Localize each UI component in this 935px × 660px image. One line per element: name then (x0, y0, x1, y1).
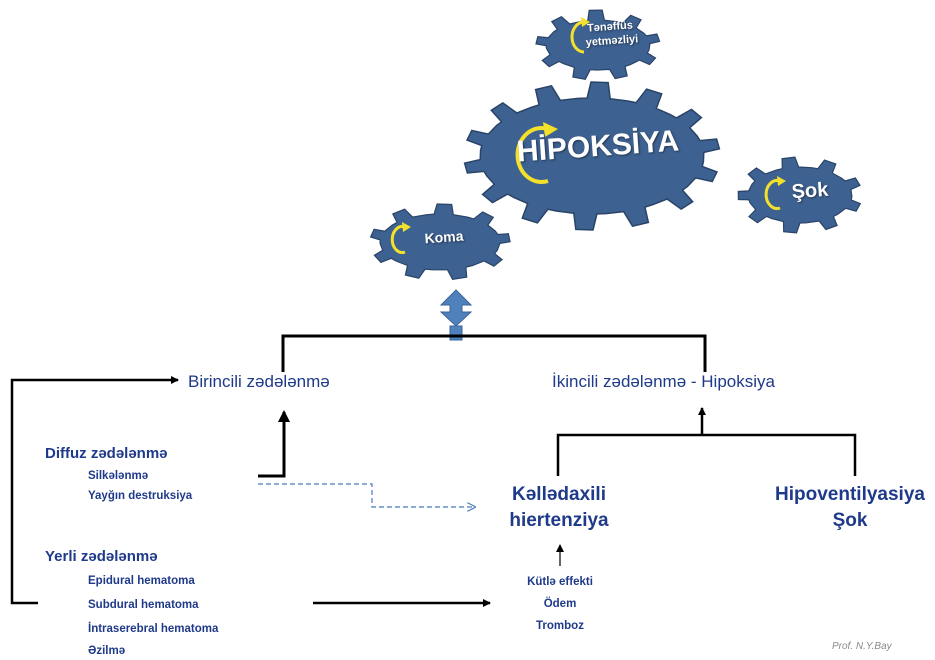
arrow-diffuse-to-intracranial (258, 483, 475, 507)
arrow-diffuse-to-primary (258, 410, 290, 478)
rotation-arrow-right-head (777, 176, 786, 186)
bracket-top (281, 334, 707, 372)
gear-right (737, 156, 862, 234)
local-item: İntraserebral hematoma (88, 623, 219, 635)
secondary-lesion-title: İkincili zədələnmə - Hipoksiya (552, 372, 775, 391)
rotation-arrow-main-head (543, 122, 558, 137)
rotation-arrow-right (764, 179, 781, 210)
rotation-arrow-main (515, 126, 549, 184)
rotation-arrow-top (570, 20, 585, 54)
intracranial-line-2: hiertenziya (509, 510, 609, 531)
rotation-arrow-left (390, 225, 406, 254)
diffuse-item: Yayğın destruksiya (88, 490, 193, 502)
gear-left (369, 203, 511, 281)
diffuse-item: Silkələnmə (88, 470, 149, 482)
intracranial-line-1: Kəllədaxili (512, 484, 606, 505)
up-block-arrow (439, 289, 473, 341)
gear-main (463, 81, 721, 231)
cause-item: Kütlə effekti (527, 576, 593, 588)
author-credit: Prof. N.Y.Bay (832, 641, 892, 652)
cause-item: Tromboz (536, 620, 584, 632)
diffuse-lesion-title: Diffuz zədələnmə (45, 445, 168, 462)
local-item: Subdural hematoma (88, 599, 199, 611)
hypoventilation-line-2: Şok (832, 510, 868, 531)
hypoventilation-line-1: Hipoventilyasiya (775, 484, 925, 505)
rotation-arrow-left-head (402, 222, 411, 232)
arrow-local-to-primary (10, 376, 179, 605)
local-lesion-title: Yerli zədələnmə (45, 548, 158, 565)
gear-top (535, 9, 661, 80)
local-item: Epidural hematoma (88, 575, 195, 587)
local-item: Əzilmə (88, 645, 126, 657)
bracket-secondary (556, 433, 857, 476)
cause-item: Ödem (543, 598, 577, 610)
rotation-arrow-top-head (581, 17, 590, 27)
primary-lesion-title: Birincili zədələnmə (188, 372, 330, 391)
